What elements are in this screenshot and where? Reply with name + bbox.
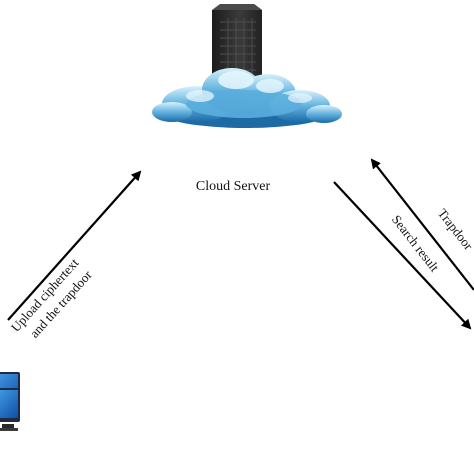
computer-icon bbox=[0, 372, 20, 431]
trapdoor-arrow bbox=[370, 158, 474, 291]
search-result-arrow bbox=[333, 181, 472, 330]
cloud-server-label: Cloud Server bbox=[196, 179, 271, 194]
server-cloud-icon bbox=[152, 4, 342, 128]
upload-arrow bbox=[7, 170, 142, 321]
cloud-icon bbox=[152, 68, 342, 128]
search-result-label: Search result bbox=[389, 212, 443, 275]
